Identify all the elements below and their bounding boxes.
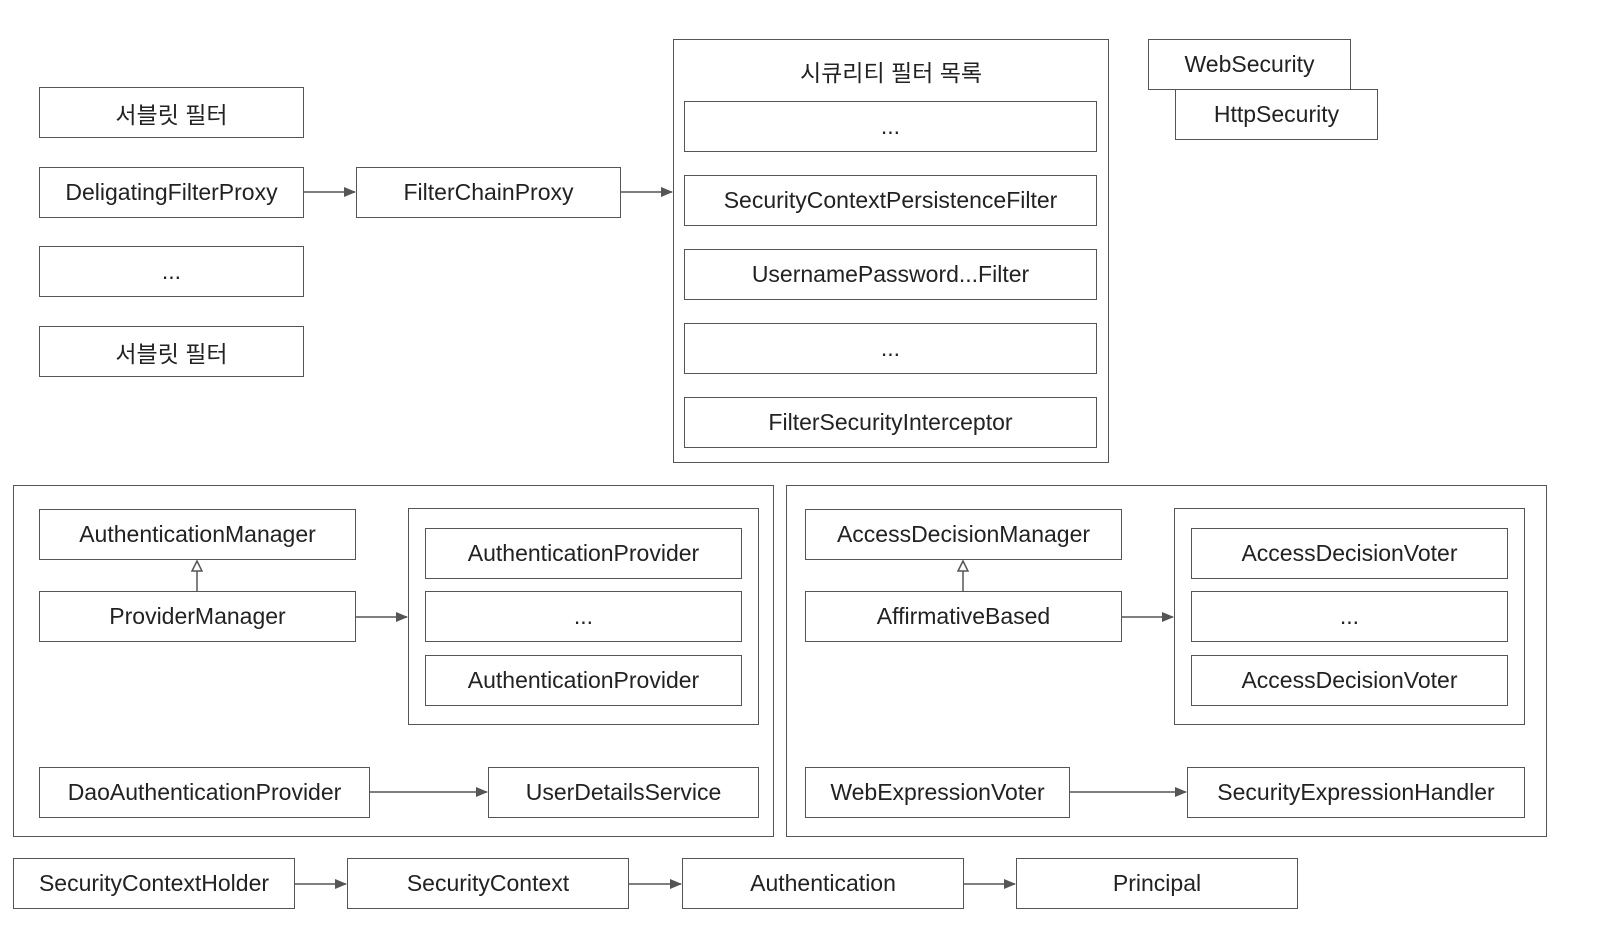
- security-filter-list-group: 시큐리티 필터 목록: [673, 39, 1109, 463]
- web-security-box: WebSecurity: [1148, 39, 1351, 90]
- authentication-provider-box: AuthenticationProvider: [425, 528, 742, 579]
- authentication-box: Authentication: [682, 858, 964, 909]
- user-details-service-box: UserDetailsService: [488, 767, 759, 818]
- filter-chain-proxy-box: FilterChainProxy: [356, 167, 621, 218]
- security-filter-item: ...: [684, 323, 1097, 374]
- http-security-box: HttpSecurity: [1175, 89, 1378, 140]
- security-filter-item: SecurityContextPersistenceFilter: [684, 175, 1097, 226]
- access-decision-voter-box: AccessDecisionVoter: [1191, 528, 1508, 579]
- security-filter-item: FilterSecurityInterceptor: [684, 397, 1097, 448]
- authentication-group: [13, 485, 774, 837]
- security-filter-list-title: 시큐리티 필터 목록: [799, 60, 983, 86]
- security-context-box: SecurityContext: [347, 858, 629, 909]
- authentication-provider-ellipsis-box: ...: [425, 591, 742, 642]
- servlet-filter-box-top: 서블릿 필터: [39, 87, 304, 138]
- principal-box: Principal: [1016, 858, 1298, 909]
- authentication-providers-group: [408, 508, 759, 725]
- delegating-filter-proxy-box: DeligatingFilterProxy: [39, 167, 304, 218]
- access-decision-voters-group: [1174, 508, 1525, 725]
- security-expression-handler-box: SecurityExpressionHandler: [1187, 767, 1525, 818]
- affirmative-based-box: AffirmativeBased: [805, 591, 1122, 642]
- provider-manager-box: ProviderManager: [39, 591, 356, 642]
- authentication-manager-box: AuthenticationManager: [39, 509, 356, 560]
- security-filter-item: ...: [684, 101, 1097, 152]
- dao-authentication-provider-box: DaoAuthenticationProvider: [39, 767, 370, 818]
- servlet-filter-ellipsis-box: ...: [39, 246, 304, 297]
- servlet-filter-box-bottom: 서블릿 필터: [39, 326, 304, 377]
- security-filter-item: UsernamePassword...Filter: [684, 249, 1097, 300]
- access-decision-voter-box: AccessDecisionVoter: [1191, 655, 1508, 706]
- authorization-group: [786, 485, 1547, 837]
- authentication-provider-box: AuthenticationProvider: [425, 655, 742, 706]
- access-decision-manager-box: AccessDecisionManager: [805, 509, 1122, 560]
- web-expression-voter-box: WebExpressionVoter: [805, 767, 1070, 818]
- access-decision-voter-ellipsis-box: ...: [1191, 591, 1508, 642]
- security-context-holder-box: SecurityContextHolder: [13, 858, 295, 909]
